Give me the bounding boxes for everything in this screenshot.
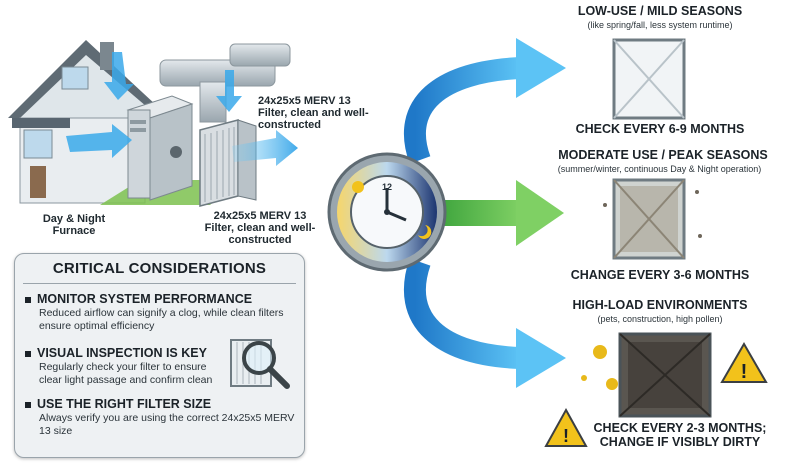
consideration-item: USE THE RIGHT FILTER SIZE Always verify … bbox=[25, 397, 295, 437]
svg-text:!: ! bbox=[563, 426, 569, 446]
schedule-subtitle-moderate: (summer/winter, continuous Day & Night o… bbox=[557, 164, 762, 174]
consideration-body: Always verify you are using the correct … bbox=[39, 412, 295, 437]
filter-label-bottom: 24x25x5 MERV 13 Filter, clean and well-c… bbox=[204, 210, 316, 246]
svg-text:!: ! bbox=[741, 361, 748, 383]
schedule-subtitle-high: (pets, construction, high pollen) bbox=[597, 314, 723, 324]
filter-dirty-icon bbox=[618, 332, 712, 418]
furnace-icon bbox=[126, 95, 194, 201]
warning-icon: ! bbox=[720, 342, 768, 383]
schedule-arrow-bottom bbox=[404, 258, 566, 388]
schedule-action-low: CHECK EVERY 6-9 MONTHS bbox=[575, 122, 745, 136]
airflow-arrows bbox=[66, 52, 298, 166]
filter-label-top: 24x25x5 MERV 13 Filter, clean and well-c… bbox=[258, 95, 369, 131]
clock-numeral-12: 12 bbox=[382, 182, 392, 192]
schedule-title-high: HIGH-LOAD ENVIRONMENTS bbox=[572, 298, 748, 312]
schedule-arrow-top bbox=[404, 38, 566, 164]
panel-divider bbox=[23, 283, 296, 284]
house-icon bbox=[8, 40, 170, 204]
consideration-title: MONITOR SYSTEM PERFORMANCE bbox=[37, 292, 253, 306]
pollen-icon bbox=[581, 345, 618, 390]
consideration-item: VISUAL INSPECTION IS KEY Regularly check… bbox=[25, 346, 225, 386]
panel-title: CRITICAL CONSIDERATIONS bbox=[52, 260, 267, 277]
schedule-action-moderate: CHANGE EVERY 3-6 MONTHS bbox=[570, 268, 750, 282]
bullet-icon bbox=[25, 296, 31, 303]
consideration-title: VISUAL INSPECTION IS KEY bbox=[37, 346, 207, 360]
schedule-action-high: CHECK EVERY 2-3 MONTHS; CHANGE IF VISIBL… bbox=[580, 421, 780, 449]
schedule-title-low: LOW-USE / MILD SEASONS bbox=[577, 4, 743, 18]
consideration-body: Reduced airflow can signify a clog, whil… bbox=[39, 307, 284, 332]
schedule-subtitle-low: (like spring/fall, less system runtime) bbox=[587, 20, 733, 30]
consideration-item: MONITOR SYSTEM PERFORMANCE Reduced airfl… bbox=[25, 292, 295, 332]
warning-icon-2: ! bbox=[544, 407, 588, 447]
critical-considerations-panel: CRITICAL CONSIDERATIONS MONITOR SYSTEM P… bbox=[14, 253, 305, 458]
schedule-action-high-line2: CHANGE IF VISIBLY DIRTY bbox=[599, 435, 761, 449]
magnifier-icon bbox=[230, 339, 290, 389]
dust-particles bbox=[603, 190, 702, 238]
ductwork bbox=[159, 43, 291, 123]
furnace-label: Day & Night Furnace bbox=[42, 213, 106, 237]
consideration-title: USE THE RIGHT FILTER SIZE bbox=[37, 397, 212, 411]
bullet-icon bbox=[25, 350, 31, 357]
bullet-icon bbox=[25, 401, 31, 408]
schedule-title-moderate: MODERATE USE / PEAK SEASONS bbox=[558, 148, 768, 162]
consideration-body: Regularly check your filter to ensure cl… bbox=[39, 361, 213, 386]
filter-icon bbox=[199, 119, 257, 207]
filter-clean-icon bbox=[612, 38, 686, 120]
filter-moderate-icon bbox=[612, 178, 686, 260]
schedule-action-high-line1: CHECK EVERY 2-3 MONTHS; bbox=[593, 421, 767, 435]
clock-icon: 12 bbox=[327, 152, 447, 272]
